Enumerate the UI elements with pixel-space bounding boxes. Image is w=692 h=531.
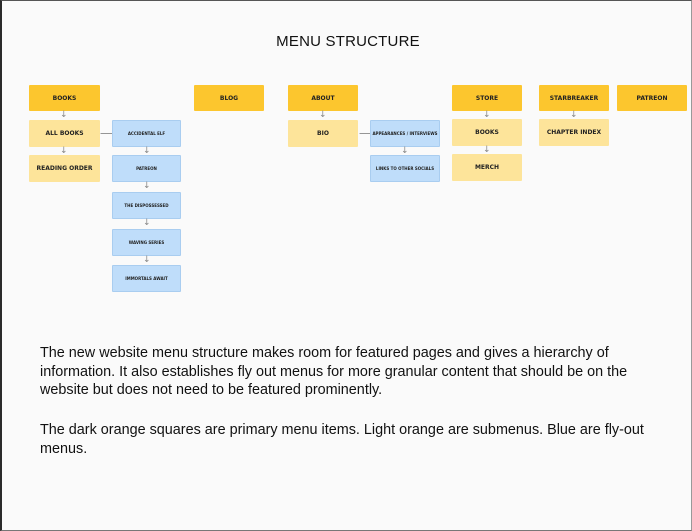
arrow-right-icon: ⟶	[359, 127, 375, 140]
description-paragraph-2: The dark orange squares are primary menu…	[40, 422, 644, 457]
arrow-right-icon: ⟶	[100, 127, 116, 140]
arrow-down-icon: ↓	[570, 110, 578, 120]
submenu-chapter-index: CHAPTER INDEX	[539, 119, 609, 146]
submenu-bio: BIO	[288, 120, 358, 147]
flyout-books-5: IMMORTALS AWAIT	[112, 265, 181, 292]
primary-starbreaker: STARBREAKER	[539, 85, 609, 111]
submenu-store-books: BOOKS	[452, 119, 522, 146]
primary-store: STORE	[452, 85, 522, 111]
page-title: MENU STRUCTURE	[276, 33, 420, 50]
arrow-down-icon: ↓	[143, 218, 151, 228]
primary-books: BOOKS	[29, 85, 100, 111]
primary-blog: BLOG	[194, 85, 264, 111]
arrow-down-icon: ↓	[483, 110, 491, 120]
arrow-down-icon: ↓	[143, 146, 151, 156]
submenu-reading-order: READING ORDER	[29, 155, 100, 182]
arrow-down-icon: ↓	[60, 146, 68, 156]
arrow-down-icon: ↓	[401, 146, 409, 156]
flyout-books-4: WAVING SERIES	[112, 229, 181, 256]
submenu-merch: MERCH	[452, 154, 522, 181]
flyout-about-2: LINKS TO OTHER SOCIALS	[370, 155, 440, 182]
arrow-down-icon: ↓	[143, 255, 151, 265]
arrow-down-icon: ↓	[60, 110, 68, 120]
flyout-books-2: PATREON	[112, 155, 181, 182]
flyout-books-1: ACCIDENTAL ELF	[112, 120, 181, 147]
arrow-down-icon: ↓	[143, 181, 151, 191]
arrow-down-icon: ↓	[483, 145, 491, 155]
flyout-about-1: APPEARANCES / INTERVIEWS	[370, 120, 440, 147]
description-paragraph-1: The new website menu structure makes roo…	[40, 345, 628, 398]
flyout-books-3: THE DISPOSSESSED	[112, 192, 181, 219]
primary-about: ABOUT	[288, 85, 358, 111]
arrow-down-icon: ↓	[319, 110, 327, 120]
submenu-all-books: ALL BOOKS	[29, 120, 100, 147]
primary-patreon: PATREON	[617, 85, 687, 111]
